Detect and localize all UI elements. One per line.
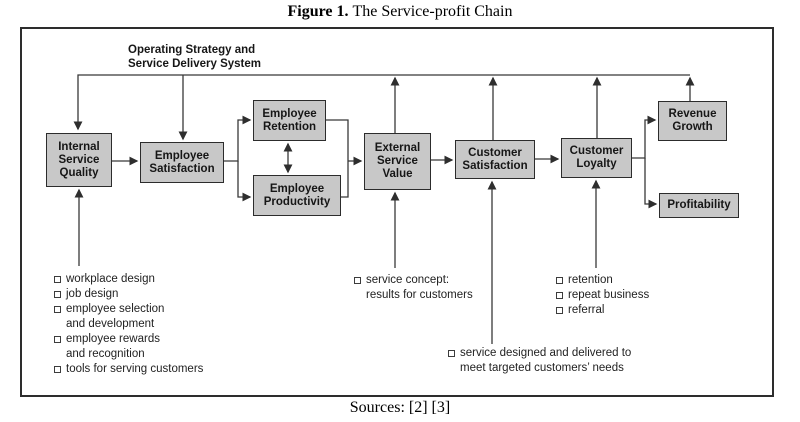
checkbox-icon — [354, 277, 361, 284]
note-text: service designed and delivered to meet t… — [460, 347, 632, 374]
note-text: employee rewards and recognition — [66, 333, 160, 360]
note-text: employee selection and development — [66, 303, 165, 330]
node-profitability: Profitability — [659, 193, 739, 218]
note-text: referral — [568, 304, 605, 316]
node-revenue-growth: Revenue Growth — [658, 101, 727, 141]
checkbox-icon — [54, 291, 61, 298]
note-text: workplace design — [66, 273, 155, 285]
node-customer-satisfaction: Customer Satisfaction — [455, 140, 535, 179]
note-text: service concept: results for customers — [366, 274, 473, 301]
checkbox-icon — [556, 277, 563, 284]
checkbox-icon — [54, 306, 61, 313]
node-employee-satisfaction: Employee Satisfaction — [140, 142, 224, 183]
list-item: service designed and delivered to meet t… — [448, 346, 631, 376]
notes-customer-satisfaction: service designed and delivered to meet t… — [448, 346, 631, 376]
list-item: referral — [556, 303, 649, 318]
list-item: repeat business — [556, 288, 649, 303]
checkbox-icon — [54, 336, 61, 343]
list-item: service concept: results for customers — [354, 273, 473, 303]
list-item: workplace design — [54, 272, 203, 287]
note-text: retention — [568, 274, 613, 286]
node-customer-loyalty: Customer Loyalty — [561, 138, 632, 178]
figure-caption-label: Figure 1. — [287, 3, 349, 20]
node-employee-productivity: Employee Productivity — [253, 175, 341, 216]
note-text: tools for serving customers — [66, 363, 204, 375]
list-item: employee rewards and recognition — [54, 332, 203, 362]
figure-caption: Figure 1.The Service-profit Chain — [0, 3, 800, 21]
list-item: retention — [556, 273, 649, 288]
notes-internal-service-quality: workplace design job design employee sel… — [54, 272, 203, 377]
notes-external-service-value: service concept: results for customers — [354, 273, 473, 303]
note-text: repeat business — [568, 289, 650, 301]
node-internal-service-quality: Internal Service Quality — [46, 133, 112, 187]
operating-strategy-label: Operating Strategy and Service Delivery … — [128, 44, 261, 70]
checkbox-icon — [54, 366, 61, 373]
figure-caption-text: The Service-profit Chain — [352, 3, 513, 20]
sources-caption: Sources: [2] [3] — [349, 399, 451, 416]
notes-customer-loyalty: retention repeat business referral — [556, 273, 649, 318]
node-external-service-value: External Service Value — [364, 133, 431, 190]
note-text: job design — [66, 288, 119, 300]
checkbox-icon — [556, 292, 563, 299]
list-item: job design — [54, 287, 203, 302]
checkbox-icon — [448, 350, 455, 357]
node-employee-retention: Employee Retention — [253, 100, 326, 141]
checkbox-icon — [556, 307, 563, 314]
list-item: employee selection and development — [54, 302, 203, 332]
checkbox-icon — [54, 276, 61, 283]
list-item: tools for serving customers — [54, 362, 203, 377]
